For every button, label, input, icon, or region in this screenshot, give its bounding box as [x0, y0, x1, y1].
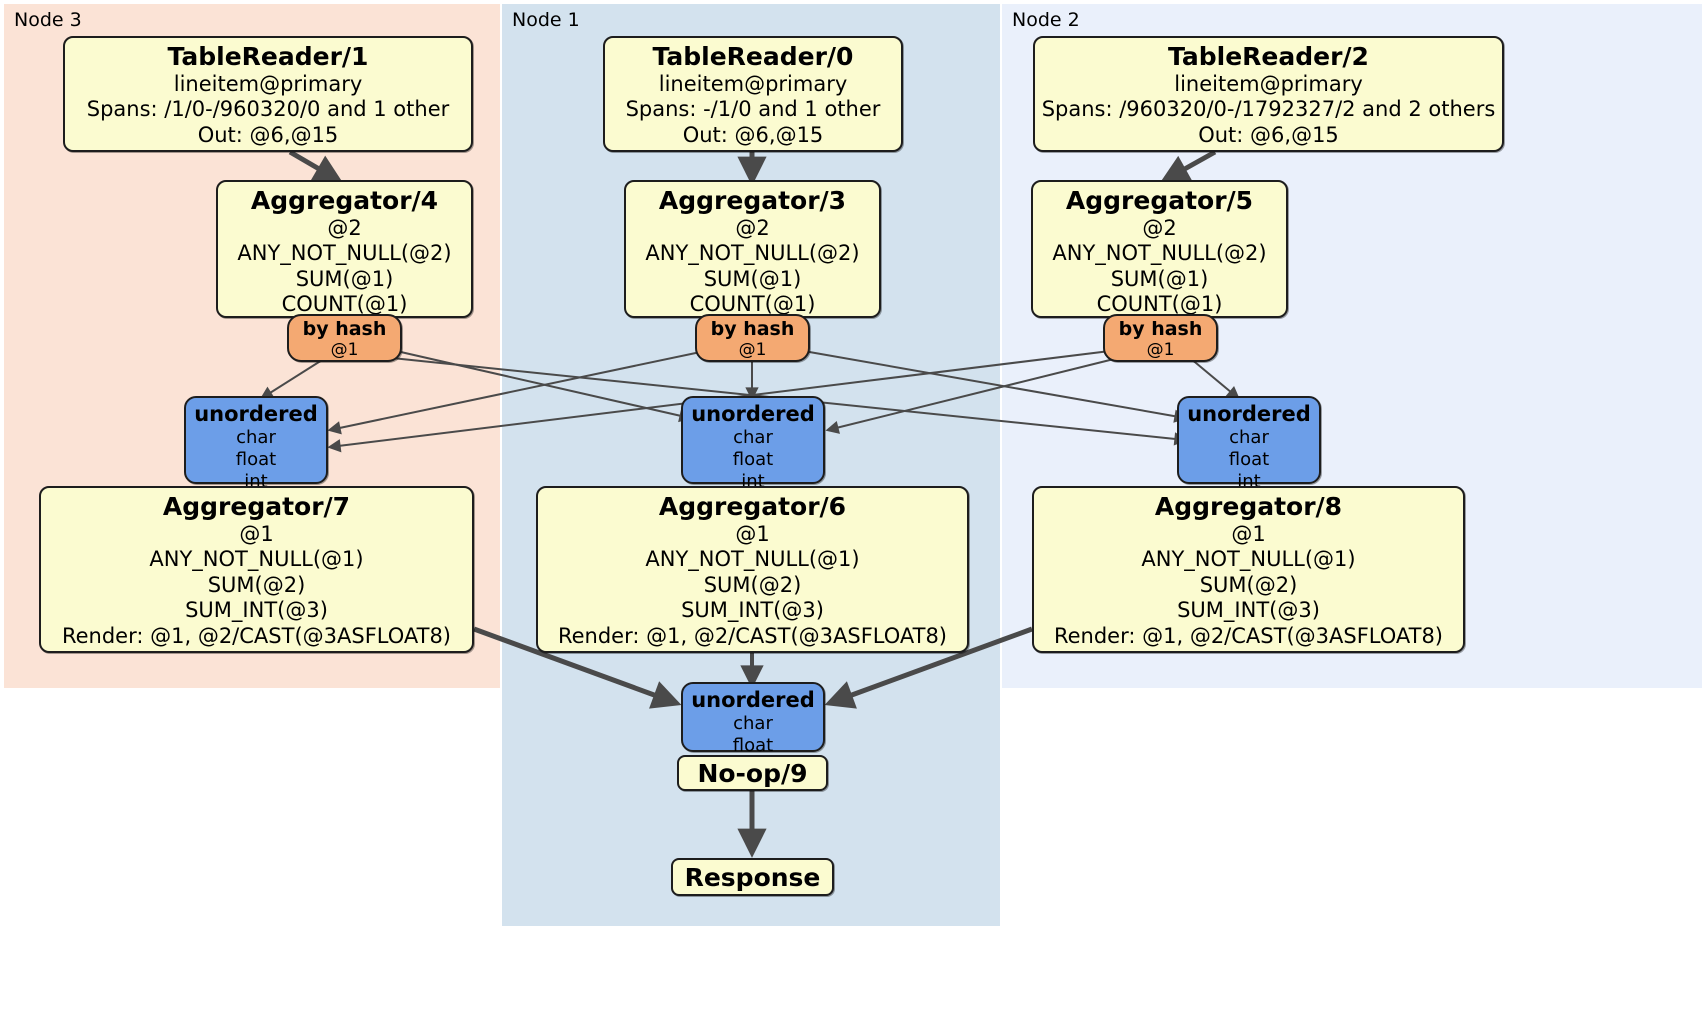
processor-detail-line: lineitem@primary	[1174, 71, 1363, 96]
router-title: by hash	[710, 318, 795, 340]
synchronizer-type: float	[235, 449, 277, 471]
router-detail-line: @1	[330, 339, 359, 360]
router-detail-line: @1	[738, 339, 767, 360]
router-by-hash-left[interactable]: by hash @1	[287, 314, 402, 362]
processor-detail-line: ANY_NOT_NULL(@1)	[645, 547, 860, 572]
node-panel-label-node1: Node 1	[512, 9, 580, 31]
node-panel-label-node2: Node 2	[1012, 9, 1080, 31]
processor-detail-line: ANY_NOT_NULL(@1)	[1141, 547, 1356, 572]
processor-detail-line: Out: @6,@15	[1198, 122, 1339, 147]
processor-aggregator-8[interactable]: Aggregator/8 @1 ANY_NOT_NULL(@1) SUM(@2)…	[1032, 486, 1465, 653]
synchronizer-title: unordered	[691, 688, 815, 712]
processor-detail-line: @1	[239, 521, 274, 546]
processor-aggregator-6[interactable]: Aggregator/6 @1 ANY_NOT_NULL(@1) SUM(@2)…	[536, 486, 969, 653]
processor-table-reader-0[interactable]: TableReader/0 lineitem@primary Spans: -/…	[603, 36, 903, 152]
synchronizer-unordered-middle[interactable]: unordered char float int	[681, 396, 825, 492]
processor-aggregator-3[interactable]: Aggregator/3 @2 ANY_NOT_NULL(@2) SUM(@1)…	[624, 180, 881, 318]
processor-title: Aggregator/4	[250, 186, 439, 215]
processor-detail-line: lineitem@primary	[658, 71, 848, 96]
processor-detail-line: Spans: /960320/0-/1792327/2 and 2 others	[1041, 97, 1496, 122]
processor-detail-line: ANY_NOT_NULL(@1)	[149, 547, 364, 572]
synchronizer-title: unordered	[691, 402, 815, 426]
processor-detail-line: SUM_INT(@3)	[185, 598, 328, 623]
synchronizer-title: unordered	[194, 402, 318, 426]
processor-detail-line: SUM(@2)	[207, 572, 306, 597]
processor-detail-line: SUM(@1)	[703, 266, 802, 291]
synchronizer-unordered-left[interactable]: unordered char float int	[184, 396, 328, 492]
synchronizer-type: float	[732, 449, 774, 471]
processor-response[interactable]: Response	[671, 858, 834, 896]
processor-title: Aggregator/5	[1065, 186, 1254, 215]
processor-detail-line: COUNT(@1)	[1096, 292, 1223, 317]
processor-detail-line: ANY_NOT_NULL(@2)	[645, 241, 860, 266]
synchronizer-unordered-final[interactable]: unordered char float	[681, 682, 825, 756]
router-detail-line: @1	[1146, 339, 1175, 360]
processor-title: TableReader/1	[167, 42, 369, 71]
synchronizer-unordered-right[interactable]: unordered char float int	[1177, 396, 1321, 492]
processor-aggregator-5[interactable]: Aggregator/5 @2 ANY_NOT_NULL(@2) SUM(@1)…	[1031, 180, 1288, 318]
processor-detail-line: Spans: -/1/0 and 1 other	[625, 97, 881, 122]
synchronizer-type: char	[733, 427, 773, 449]
node-panel-label-node3: Node 3	[14, 9, 82, 31]
processor-table-reader-2[interactable]: TableReader/2 lineitem@primary Spans: /9…	[1033, 36, 1504, 152]
processor-detail-line: ANY_NOT_NULL(@2)	[1052, 241, 1267, 266]
processor-detail-line: ANY_NOT_NULL(@2)	[237, 241, 452, 266]
processor-noop-9[interactable]: No-op/9	[677, 755, 828, 791]
synchronizer-title: unordered	[1187, 402, 1311, 426]
processor-detail-line: COUNT(@1)	[689, 292, 816, 317]
processor-detail-line: SUM(@1)	[1110, 266, 1209, 291]
processor-render-line: Render: @1, @2/CAST(@3ASFLOAT8)	[557, 623, 948, 648]
synchronizer-type: char	[733, 713, 773, 735]
processor-title: Aggregator/7	[162, 492, 351, 521]
router-title: by hash	[1118, 318, 1203, 340]
processor-detail-line: COUNT(@1)	[281, 292, 408, 317]
processor-detail-line: Spans: /1/0-/960320/0 and 1 other	[86, 97, 450, 122]
router-by-hash-right[interactable]: by hash @1	[1103, 314, 1218, 362]
processor-detail-line: SUM(@1)	[295, 266, 394, 291]
processor-title: Aggregator/3	[658, 186, 847, 215]
synchronizer-type: float	[1228, 449, 1270, 471]
processor-detail-line: Out: @6,@15	[682, 122, 824, 147]
processor-detail-line: @2	[735, 215, 770, 240]
synchronizer-type: char	[1229, 427, 1269, 449]
processor-title: Aggregator/6	[658, 492, 847, 521]
processor-detail-line: @2	[327, 215, 362, 240]
processor-detail-line: SUM_INT(@3)	[1177, 598, 1320, 623]
processor-detail-line: SUM_INT(@3)	[681, 598, 824, 623]
router-title: by hash	[302, 318, 387, 340]
processor-title: TableReader/2	[1168, 42, 1369, 71]
processor-title: No-op/9	[697, 758, 808, 788]
synchronizer-type: float	[732, 735, 774, 757]
processor-detail-line: @1	[1231, 521, 1266, 546]
processor-title: Aggregator/8	[1154, 492, 1343, 521]
processor-render-line: Render: @1, @2/CAST(@3ASFLOAT8)	[61, 623, 452, 648]
processor-title: Response	[684, 862, 821, 892]
processor-title: TableReader/0	[652, 42, 854, 71]
processor-detail-line: Out: @6,@15	[197, 122, 339, 147]
processor-aggregator-7[interactable]: Aggregator/7 @1 ANY_NOT_NULL(@1) SUM(@2)…	[39, 486, 474, 653]
processor-detail-line: SUM(@2)	[1199, 572, 1298, 597]
processor-detail-line: SUM(@2)	[703, 572, 802, 597]
processor-table-reader-1[interactable]: TableReader/1 lineitem@primary Spans: /1…	[63, 36, 473, 152]
processor-detail-line: lineitem@primary	[173, 71, 363, 96]
synchronizer-type: char	[236, 427, 276, 449]
processor-aggregator-4[interactable]: Aggregator/4 @2 ANY_NOT_NULL(@2) SUM(@1)…	[216, 180, 473, 318]
router-by-hash-middle[interactable]: by hash @1	[695, 314, 810, 362]
processor-detail-line: @2	[1142, 215, 1177, 240]
processor-render-line: Render: @1, @2/CAST(@3ASFLOAT8)	[1053, 623, 1444, 648]
processor-detail-line: @1	[735, 521, 770, 546]
